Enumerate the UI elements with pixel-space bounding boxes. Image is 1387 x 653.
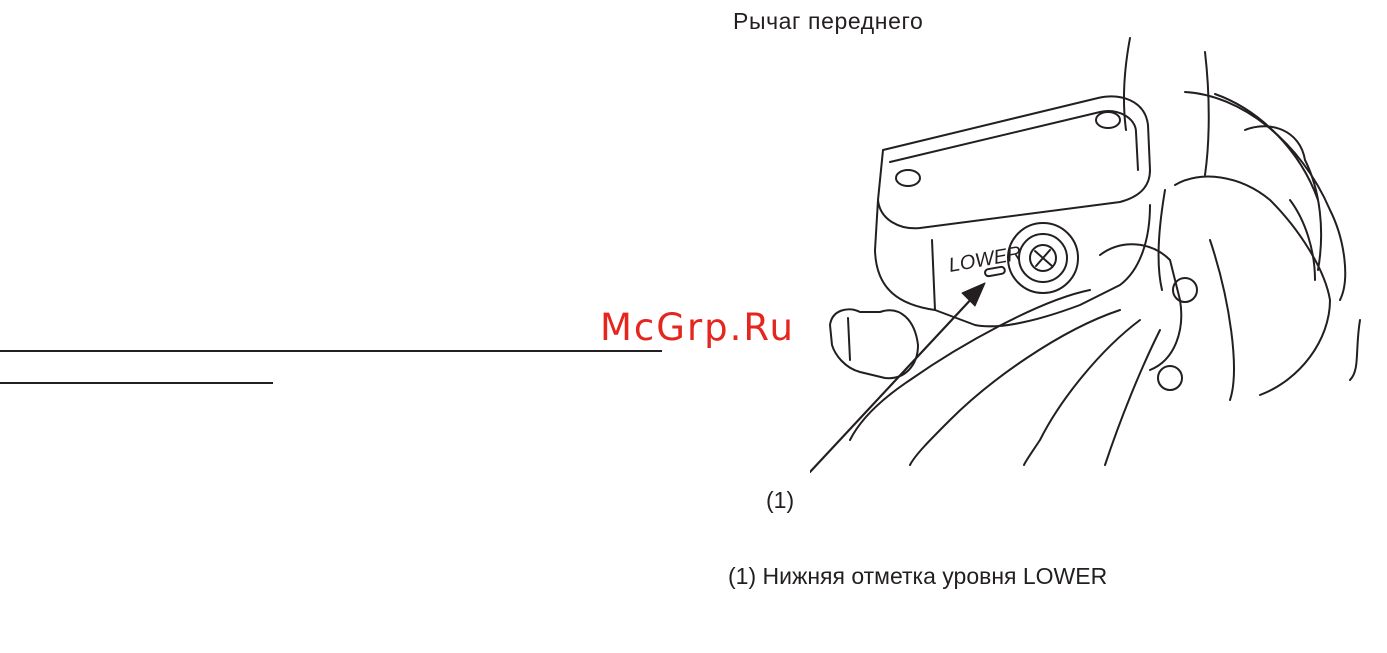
brake-reservoir-illustration: LOWER — [810, 30, 1370, 480]
clamp-outline — [1100, 244, 1181, 370]
watermark: McGrp.Ru — [600, 306, 795, 349]
lever-blade-outline — [850, 290, 1090, 440]
callout-number: (1) — [766, 487, 794, 514]
underline-rule-long — [0, 350, 662, 352]
clamp-bolt-lower — [1158, 366, 1182, 390]
callout-leader-line — [810, 295, 975, 472]
pivot-bolt-left — [830, 309, 918, 378]
cap-screw-right — [1096, 112, 1120, 128]
cap-screw-left — [896, 170, 920, 186]
figure-caption: (1) Нижняя отметка уровня LOWER — [728, 563, 1107, 590]
underline-rule-short — [0, 382, 273, 384]
reservoir-cap-outline — [878, 96, 1150, 228]
handlebar-grip-outline — [1245, 126, 1321, 270]
callout-arrowhead — [962, 283, 985, 306]
